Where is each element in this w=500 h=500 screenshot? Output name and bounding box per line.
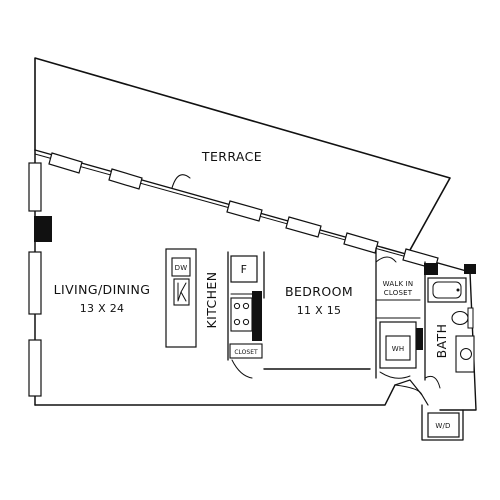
walkin-closet-label-line2: CLOSET: [384, 289, 413, 297]
water-heater-label: WH: [392, 345, 405, 353]
living-dining-label: LIVING/DINING: [54, 282, 151, 297]
bath-column: [424, 263, 438, 275]
kitchen-label: KITCHEN: [204, 272, 219, 329]
closet-door-swing: [231, 359, 253, 379]
terrace-door-swing: [171, 174, 191, 189]
west-wall: [28, 149, 52, 406]
west-column: [34, 216, 52, 242]
toilet: [451, 307, 474, 329]
south-wall: [34, 379, 429, 406]
walkin-closet-label-line1: WALK IN: [383, 280, 414, 288]
water-heater-closet: [379, 321, 423, 379]
kitchen-column: [252, 291, 262, 341]
bedroom-dims: 11 X 15: [297, 304, 342, 317]
terrace-outline: [34, 57, 451, 251]
closet-column: [416, 328, 423, 350]
dishwasher-box: [171, 257, 191, 277]
bath-column: [464, 264, 476, 274]
walkin-door-swing: [375, 256, 397, 263]
water-heater-box: [385, 335, 411, 361]
kitchen-counter: [227, 251, 265, 379]
terrace-label: TERRACE: [201, 149, 262, 164]
burner: [242, 302, 250, 310]
west-window: [28, 339, 42, 397]
burner: [233, 318, 241, 326]
west-window: [28, 251, 42, 315]
kitchen-closet: [229, 343, 263, 359]
bedroom-walls: [263, 247, 421, 379]
bath-label: BATH: [434, 324, 449, 359]
glass-wall: [34, 149, 471, 273]
entry-door-swing: [394, 384, 423, 396]
fridge-label: F: [241, 263, 248, 276]
washer-dryer-label: W/D: [435, 422, 450, 430]
window-pane: [343, 232, 379, 254]
west-window: [28, 162, 42, 212]
bedroom-label: BEDROOM: [285, 284, 353, 299]
washer-dryer-closet: [421, 404, 464, 441]
kitchen-closet-label: CLOSET: [234, 349, 258, 356]
living-dining-dims: 13 X 24: [80, 302, 125, 315]
bathroom-sink: [455, 335, 475, 373]
window-pane: [226, 200, 263, 222]
window-pane: [108, 168, 143, 190]
bathroom: [424, 261, 477, 411]
window-pane: [48, 152, 83, 174]
kitchen-island: [165, 248, 197, 348]
bath-door-swing: [424, 375, 441, 389]
fridge-box: [230, 255, 258, 283]
range: [230, 297, 253, 332]
closet-door-swing: [379, 371, 411, 379]
burner: [242, 318, 250, 326]
washer-dryer-box: [427, 412, 460, 438]
burner: [233, 302, 241, 310]
dishwasher-label: DW: [175, 264, 188, 272]
window-pane: [285, 216, 322, 238]
